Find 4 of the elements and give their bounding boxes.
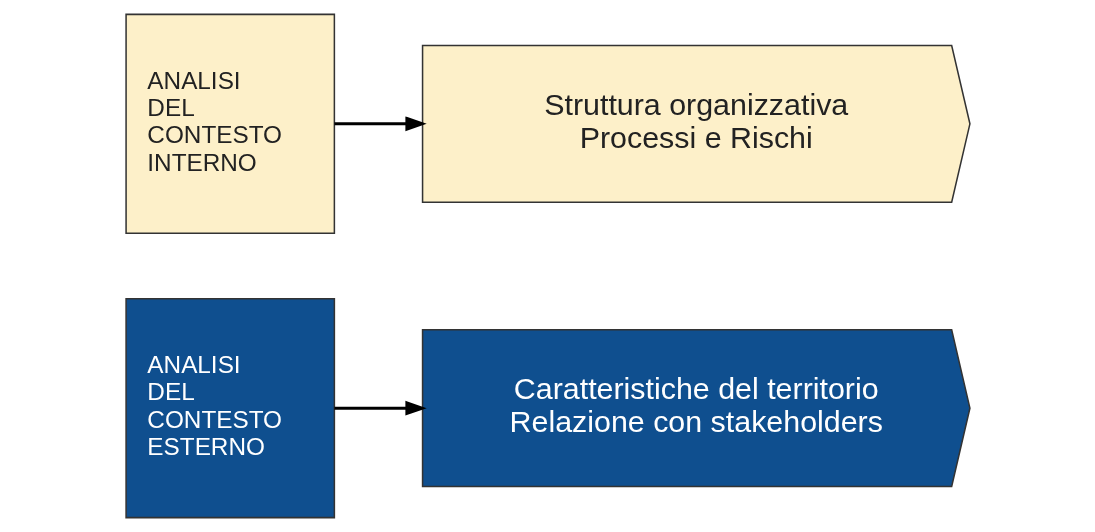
node-box: ANALISI DEL CONTESTO INTERNO — [124, 13, 335, 235]
arrow — [334, 400, 427, 416]
arrow — [334, 116, 427, 132]
node-box: ANALISI DEL CONTESTO ESTERNO — [124, 297, 335, 519]
